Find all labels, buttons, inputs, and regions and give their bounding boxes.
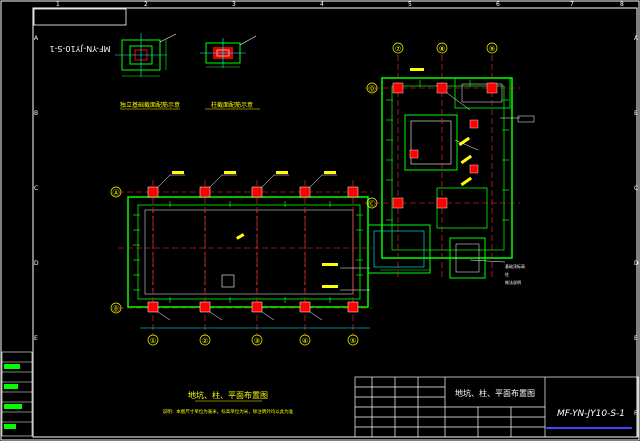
frame-row-label: A [34, 35, 39, 42]
frame-col-label: 2 [144, 1, 148, 8]
annex-axis-label: Ⓒ [369, 200, 376, 208]
mirrored-code-box: MF-YN-JY10-S-1 [33, 8, 127, 53]
main-plan: Ⓐ Ⓑ ① ② ③ ④ ⑤ [110, 171, 372, 346]
frame-row-label: A [634, 35, 639, 42]
annex-note: 基础顶标高 [505, 263, 525, 269]
annex-axis-label: ⑨ [489, 45, 495, 53]
annex-note: 做法说明 [505, 279, 521, 285]
frame-col-label: 8 [620, 1, 624, 8]
frame-row-label: E [34, 335, 38, 342]
frame-col-label: 5 [408, 1, 412, 8]
annex-note: 柱 [505, 271, 509, 277]
axis-label-bottom: ③ [254, 337, 260, 345]
axis-label-bottom: ② [202, 337, 208, 345]
annex-notes: 基础顶标高 柱 做法说明 [505, 263, 525, 285]
frame-row-label: B [634, 110, 638, 117]
frame-row-label: D [34, 260, 39, 267]
column-detail: 柱截面配筋示意 [200, 35, 260, 110]
axis-label-bottom: ④ [302, 337, 308, 345]
frame-row-labels: A B C D E F A B C D E [34, 35, 639, 417]
frame-row-label: F [634, 410, 638, 417]
frame-col-label: 3 [232, 1, 236, 8]
detail-caption-column: 柱截面配筋示意 [211, 101, 253, 109]
annex-axis-bubbles [366, 42, 498, 209]
frame-col-label: 4 [320, 1, 324, 8]
titleblock-drawing-code: MF-YN-JY10-S-1 [557, 409, 625, 419]
axis-label-left: Ⓐ [113, 189, 120, 197]
frame-row-label: C [34, 185, 38, 192]
annex-axis-label: ⑦ [395, 45, 401, 53]
frame-row-label: B [34, 110, 38, 117]
title-block [354, 376, 639, 438]
connector-pit [367, 224, 431, 274]
frame-col-label: 7 [570, 1, 574, 8]
annex-plan: ⑦ ⑧ ⑨ Ⓓ Ⓒ 基础顶标高 柱 做法说明 [365, 42, 535, 285]
side-stamp [1, 351, 33, 437]
frame-row-label: C [634, 185, 638, 192]
columns-row-b [147, 301, 359, 313]
axis-bubbles-bottom [147, 334, 359, 346]
side-stamp-fills [4, 364, 22, 429]
plan-title: 地坑、柱、平面布置图 [188, 390, 268, 400]
frame-column-labels: 1 2 3 4 5 6 7 8 [56, 1, 624, 8]
axis-label-bottom: ⑤ [350, 337, 356, 345]
frame-row-label: D [634, 260, 639, 267]
titleblock-title: 地坑、柱、平面布置图 [455, 388, 535, 398]
plan-title-block: 地坑、柱、平面布置图 说明：本图尺寸单位为毫米，标高单位为米，除注明外均以此为准 [163, 390, 294, 415]
frame-col-label: 6 [496, 1, 500, 8]
frame-col-label: 1 [56, 1, 60, 8]
axis-label-left: Ⓑ [113, 305, 120, 313]
frame-row-label: E [634, 335, 638, 342]
footing-detail: 独立基础截面配筋示意 [115, 33, 180, 110]
plan-subtitle: 说明：本图尺寸单位为毫米，标高单位为米，除注明外均以此为准 [163, 408, 294, 415]
columns-row-a [147, 186, 359, 198]
detail-caption-footing: 独立基础截面配筋示意 [120, 101, 180, 109]
axis-bubbles-left [110, 186, 122, 314]
annex-axis-label: ⑧ [439, 45, 445, 53]
mirrored-drawing-code: MF-YN-JY10-S-1 [49, 44, 110, 53]
axis-label-bottom: ① [150, 337, 156, 345]
annex-axis-label: Ⓓ [369, 85, 376, 93]
